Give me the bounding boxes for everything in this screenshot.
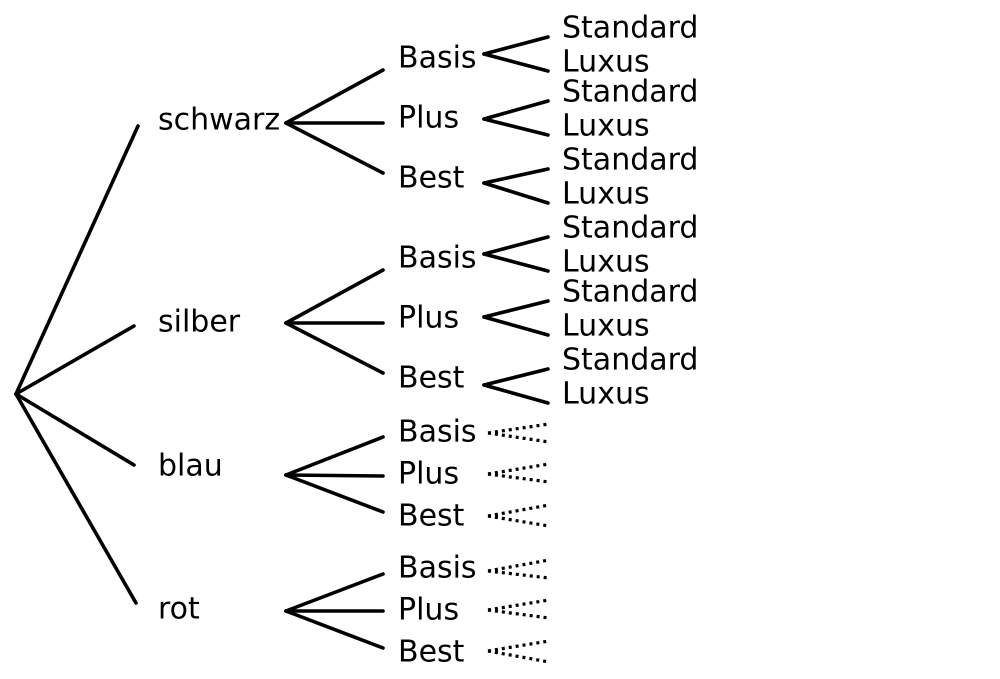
option-label-silber-plus-standard: Standard: [562, 275, 698, 310]
option-label-schwarz-plus-luxus: Luxus: [562, 109, 650, 144]
option-label-silber-basis-luxus: Luxus: [562, 245, 650, 280]
package-label-schwarz-best: Best: [398, 161, 465, 196]
option-label-schwarz-best-standard: Standard: [562, 143, 698, 178]
option-label-silber-best-luxus: Luxus: [562, 377, 650, 412]
edge-silber-plus-to-luxus: [482, 315, 550, 337]
edge-silber-plus-to-standard: [482, 299, 550, 319]
dotted-edge-blau-basis-0: [487, 422, 550, 435]
dotted-edge-rot-best-0: [487, 639, 550, 653]
dotted-edge-rot-basis-1: [487, 569, 550, 580]
edge-silber-to-best: [284, 321, 385, 375]
option-label-silber-basis-standard: Standard: [562, 211, 698, 246]
edge-schwarz-plus-to-luxus: [482, 117, 550, 137]
package-label-rot-best: Best: [398, 635, 465, 670]
dotted-edge-blau-basis-1: [487, 431, 550, 444]
option-label-silber-best-standard: Standard: [562, 343, 698, 378]
edge-rot-to-best: [284, 609, 385, 650]
edge-silber-basis-to-luxus: [482, 252, 550, 273]
edge-silber-best-to-standard: [482, 367, 550, 387]
edge-blau-to-plus: [284, 473, 385, 478]
edge-schwarz-basis-to-standard: [482, 35, 550, 56]
option-label-schwarz-plus-standard: Standard: [562, 75, 698, 110]
dotted-edge-blau-best-1: [487, 514, 550, 528]
dotted-edge-blau-plus-1: [487, 472, 550, 484]
dotted-edge-blau-best-0: [487, 503, 550, 518]
color-label-blau: blau: [158, 449, 223, 484]
edge-blau-to-best: [284, 473, 385, 514]
edge-root-to-schwarz: [14, 124, 140, 396]
package-label-schwarz-plus: Plus: [398, 101, 459, 136]
edge-schwarz-best-to-standard: [482, 167, 550, 185]
edge-root-to-rot: [14, 392, 138, 605]
option-label-schwarz-basis-standard: Standard: [562, 11, 698, 46]
edge-silber-basis-to-standard: [482, 235, 550, 256]
tree-labels: schwarzBasisStandardLuxusPlusStandardLux…: [158, 11, 698, 670]
edge-schwarz-basis-to-luxus: [482, 52, 550, 73]
package-label-blau-basis: Basis: [398, 415, 477, 450]
option-label-schwarz-basis-luxus: Luxus: [562, 45, 650, 80]
edge-schwarz-to-best: [284, 121, 385, 175]
edge-root-to-silber: [14, 324, 136, 396]
tree-edges: [14, 35, 550, 664]
option-label-silber-plus-luxus: Luxus: [562, 309, 650, 344]
dotted-edge-rot-plus-1: [487, 608, 550, 620]
edge-silber-to-basis: [284, 268, 385, 325]
edge-schwarz-plus-to-standard: [482, 99, 550, 121]
color-label-rot: rot: [158, 592, 200, 627]
dotted-edge-rot-plus-0: [487, 598, 550, 612]
edge-rot-to-basis: [284, 572, 385, 613]
package-label-rot-plus: Plus: [398, 593, 459, 628]
package-label-blau-best: Best: [398, 499, 465, 534]
edge-root-to-blau: [14, 392, 136, 467]
package-label-silber-basis: Basis: [398, 241, 477, 276]
dotted-edge-rot-basis-0: [487, 558, 550, 573]
package-label-silber-plus: Plus: [398, 301, 459, 336]
edge-blau-to-basis: [284, 435, 385, 477]
color-label-schwarz: schwarz: [158, 103, 280, 138]
option-label-schwarz-best-luxus: Luxus: [562, 177, 650, 212]
package-label-rot-basis: Basis: [398, 551, 477, 586]
package-label-silber-best: Best: [398, 361, 465, 396]
edge-schwarz-best-to-luxus: [482, 181, 550, 205]
edge-silber-best-to-luxus: [482, 383, 550, 405]
package-label-schwarz-basis: Basis: [398, 41, 477, 76]
edge-schwarz-to-basis: [284, 68, 385, 125]
color-label-silber: silber: [158, 305, 241, 340]
dotted-edge-blau-plus-0: [487, 462, 550, 476]
dotted-edge-rot-best-1: [487, 649, 550, 664]
package-label-blau-plus: Plus: [398, 457, 459, 492]
